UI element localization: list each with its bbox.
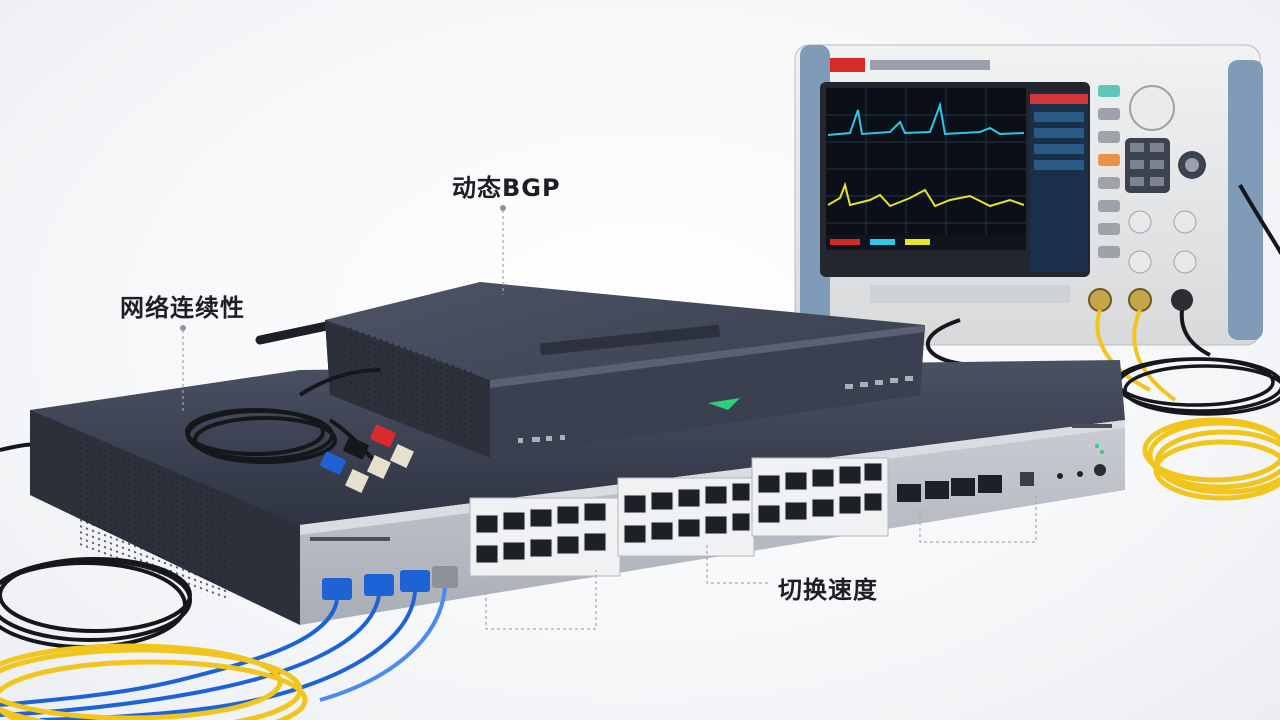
callout-dot-continuity — [180, 325, 186, 331]
yellow-fiber-coil-left — [0, 643, 308, 720]
callout-leaders — [182, 210, 1037, 630]
oscilloscope-knob-icon — [1129, 85, 1175, 131]
sfp-port-icon — [897, 472, 1034, 502]
yellow-trace — [827, 181, 1025, 208]
bnc-connectors — [1088, 288, 1193, 312]
oscilloscope-screen — [820, 82, 1090, 277]
router — [255, 282, 925, 458]
oscilloscope — [794, 44, 1263, 346]
yellow-fiber-coil-right — [1142, 417, 1280, 501]
led-indicator-icon — [1057, 444, 1106, 479]
callout-dynamic-bgp: 动态BGP — [452, 174, 561, 202]
black-cable-coil-left — [0, 442, 192, 649]
callout-dot-bgp — [500, 205, 506, 211]
patch-cable-bundle — [185, 368, 414, 493]
callout-network-continuity: 网络连续性 — [120, 294, 245, 322]
callout-switch-speed: 切换速度 — [778, 576, 878, 604]
rj45-port-icon — [469, 457, 889, 577]
scope-buttons — [1098, 85, 1120, 258]
cyan-trace — [827, 101, 1025, 136]
